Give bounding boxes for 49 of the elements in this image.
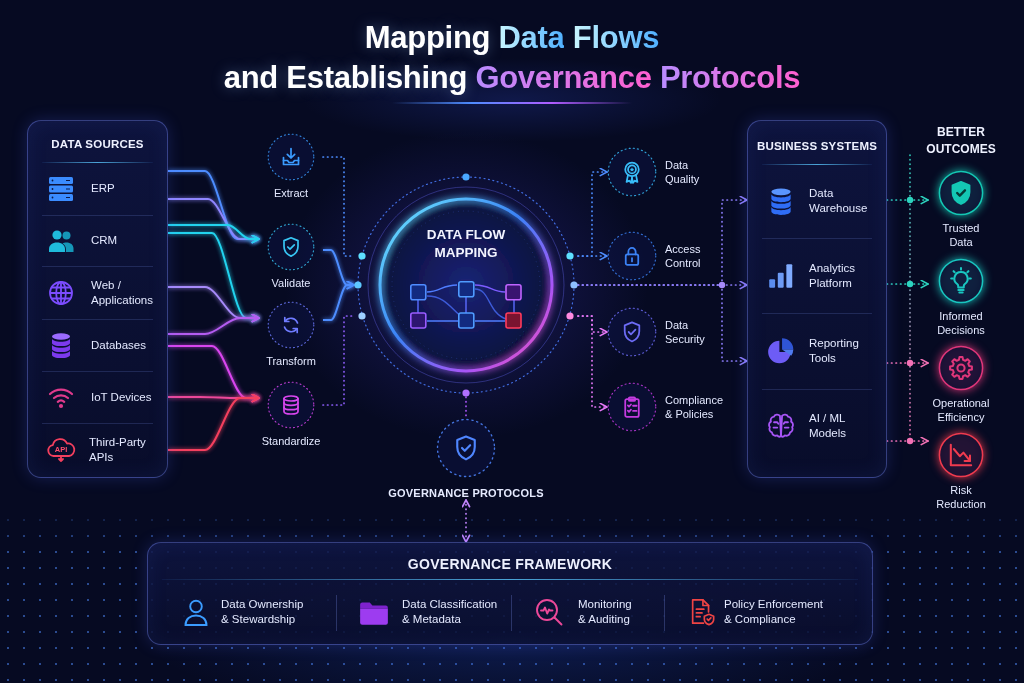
panel-heading: GOVERNANCE FRAMEWORK <box>406 555 614 573</box>
item-label: Databases <box>91 337 147 353</box>
step-label: Informed Decisions <box>936 309 986 337</box>
double-arrow <box>461 499 471 543</box>
flow-arrow <box>167 393 260 451</box>
flow-arrow <box>886 195 929 205</box>
step-label: Risk Reduction <box>935 483 987 511</box>
item-label: Policy Enforcement & Compliance <box>724 597 825 627</box>
flow-arrow <box>886 279 929 289</box>
step-label: Transform <box>265 354 317 368</box>
flow-arrow <box>167 313 260 335</box>
flow-arrow <box>167 224 260 244</box>
section-label: GOVERNANCE PROTOCOLS <box>387 486 545 500</box>
control-label: Compliance & Policies <box>665 393 725 421</box>
item-label: CRM <box>91 233 119 248</box>
control-label: Data Quality <box>665 158 701 186</box>
step-label: Standardize <box>260 434 322 448</box>
item-label: Analytics Platform <box>809 260 857 291</box>
item-label: Data Ownership & Stewardship <box>221 597 305 627</box>
systems-panel <box>747 120 887 478</box>
column-heading: BETTER OUTCOMES <box>925 124 997 158</box>
flow-arrow <box>886 436 929 446</box>
item-label: AI / ML Models <box>809 411 848 441</box>
step-label: Extract <box>272 186 310 200</box>
item-label: ERP <box>91 181 116 196</box>
panel-heading: BUSINESS SYSTEMS <box>755 139 879 154</box>
item-label: Data Classification & Metadata <box>402 597 499 627</box>
framework-panel <box>147 542 873 645</box>
control-label: Access Control <box>665 242 702 270</box>
connector-line <box>465 396 467 419</box>
item-label: Monitoring & Auditing <box>578 597 633 627</box>
item-label: Web / Applications <box>91 277 154 308</box>
flow-arrow <box>886 358 929 368</box>
connector-line <box>322 315 355 406</box>
sources-panel <box>27 120 168 478</box>
panel-heading: DATA SOURCES <box>50 137 145 152</box>
step-label: Trusted Data <box>941 221 981 249</box>
item-label: Reporting Tools <box>809 336 860 366</box>
control-label: Data Security <box>665 318 706 346</box>
item-label: IoT Devices <box>91 389 153 405</box>
item-label: Third-Party APIs <box>89 434 147 465</box>
step-label: Validate <box>270 276 312 290</box>
flow-arrow <box>577 284 748 366</box>
step-label: Operational Efficiency <box>931 396 991 424</box>
flow-arrow <box>322 280 355 321</box>
flow-arrow <box>577 251 608 261</box>
title: Mapping Data Flows and Establishing Governance Protocols <box>222 19 802 97</box>
flow-arrow <box>577 315 608 412</box>
item-label: Data Warehouse <box>809 186 869 216</box>
